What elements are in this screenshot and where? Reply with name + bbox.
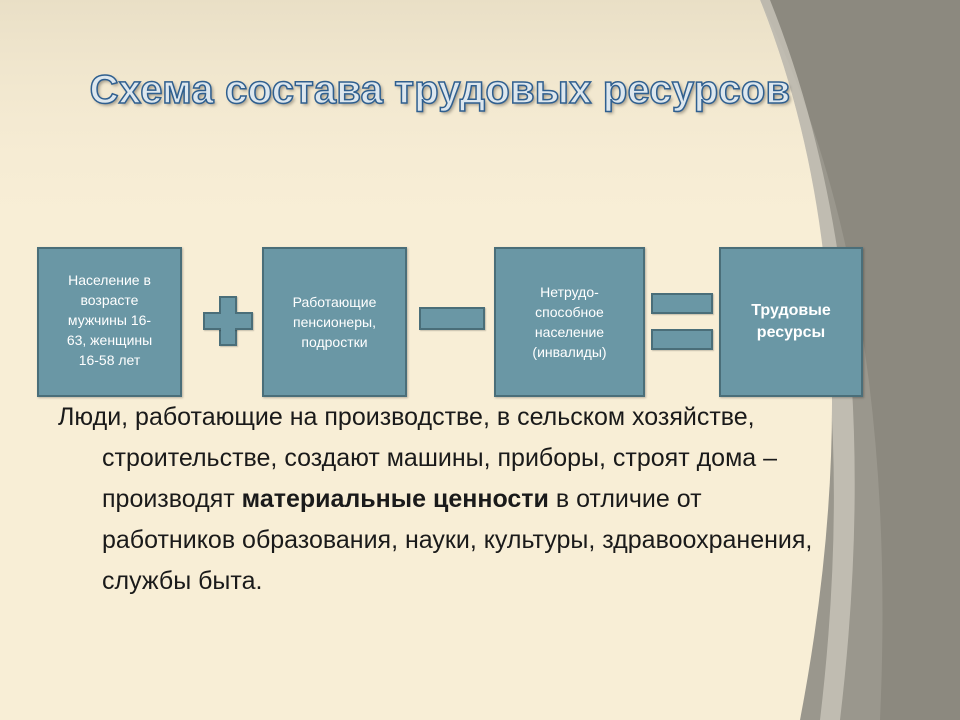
box-line: пенсионеры, bbox=[293, 314, 376, 330]
box-line: (инвалиды) bbox=[532, 344, 607, 360]
body-text-start: Люди, работающие на производстве, в сель… bbox=[58, 403, 778, 513]
box-population-working-age: Население в возрасте мужчины 16- 63, жен… bbox=[37, 247, 182, 397]
box-line: население bbox=[534, 324, 605, 340]
box-line: Нетрудо- bbox=[540, 284, 599, 300]
box-line: мужчины 16- bbox=[67, 312, 152, 328]
box-disabled-population: Нетрудо- способное население (инвалиды) bbox=[494, 247, 645, 397]
box-working-pensioners: Работающие пенсионеры, подростки bbox=[262, 247, 407, 397]
box-line: 16-58 лет bbox=[78, 352, 141, 368]
slide-title: Схема состава трудовых ресурсов bbox=[89, 67, 791, 113]
body-text-bold: материальные ценности bbox=[241, 485, 549, 513]
minus-icon bbox=[419, 307, 485, 330]
box-line: Работающие bbox=[292, 294, 377, 310]
box-line: возрасте bbox=[80, 292, 139, 308]
box-line: ресурсы bbox=[756, 324, 826, 341]
box-line: 63, женщины bbox=[66, 332, 153, 348]
box-line: подростки bbox=[301, 334, 368, 350]
body-paragraph: Люди, работающие на производстве, в сель… bbox=[58, 397, 838, 602]
box-labor-resources: Трудовые ресурсы bbox=[719, 247, 863, 397]
box-line: Население в bbox=[68, 272, 151, 288]
body-text-end: в отличие от работников образования, нау… bbox=[102, 485, 813, 595]
box-line: способное bbox=[535, 304, 604, 320]
box-line: Трудовые bbox=[751, 302, 831, 319]
